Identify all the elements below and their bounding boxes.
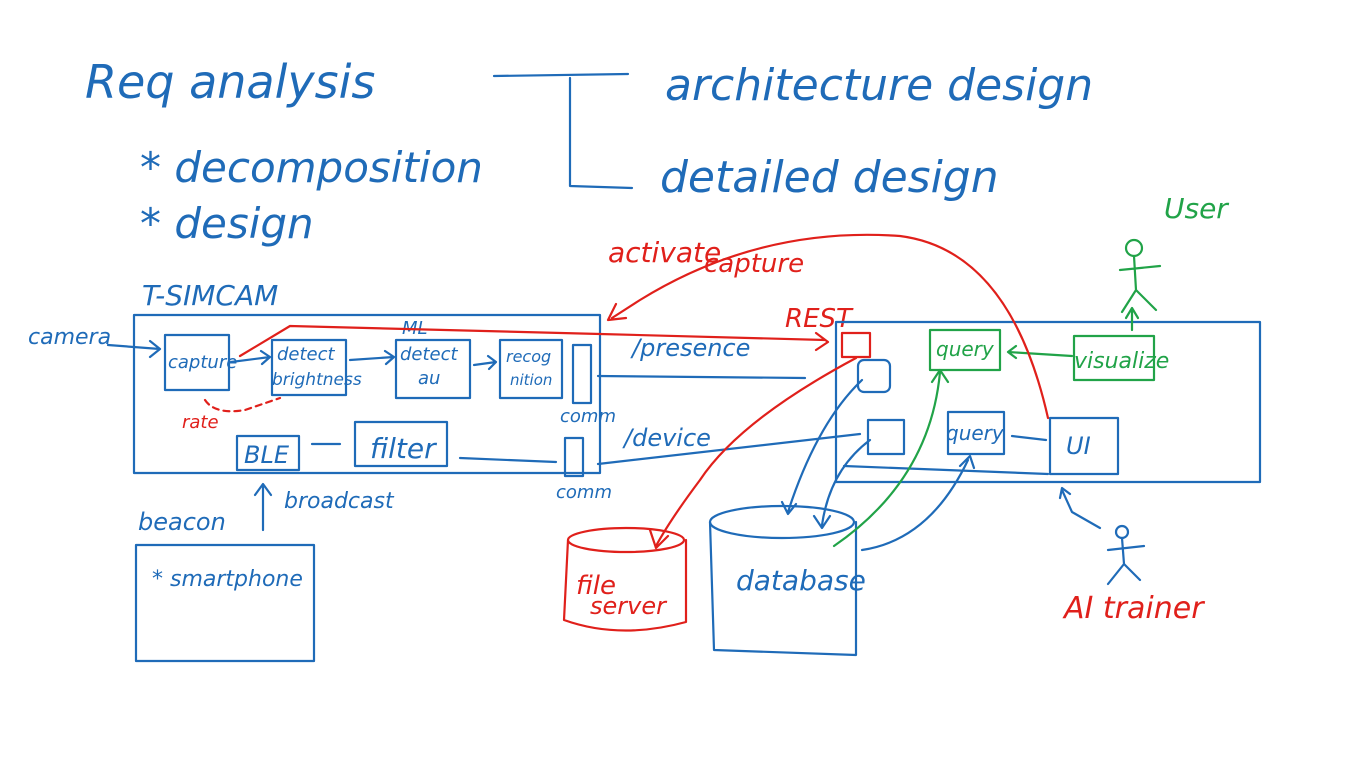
filter-box — [353, 420, 449, 468]
user-stick-figure — [1118, 238, 1162, 332]
device-to-database — [812, 438, 872, 530]
smartphone-label: * smartphone — [152, 567, 303, 592]
presence-endpoint-label: /presence — [630, 334, 750, 362]
comm-bottom-label: comm — [556, 482, 612, 503]
ble-label: BLE — [244, 441, 290, 469]
presence-handler-box — [856, 358, 892, 394]
comm-bottom-box — [563, 436, 585, 478]
rest-endpoint-box — [840, 331, 872, 359]
database-cylinder — [708, 504, 858, 657]
query-blue-label: query — [946, 421, 1005, 445]
query-to-visualize-link — [1006, 344, 1074, 360]
database-label: database — [736, 564, 866, 597]
server-box — [834, 320, 1262, 484]
ai-trainer-label: AI trainer — [1062, 591, 1205, 626]
ui-label: UI — [1066, 432, 1091, 460]
file-server-cylinder — [562, 526, 688, 632]
link-filter-comm — [458, 456, 558, 464]
camera-label: camera — [28, 325, 111, 350]
ui-activate-capture-flow — [606, 233, 1050, 420]
bullet-design: * design — [140, 199, 314, 248]
tsimcam-title: T-SIMCAM — [142, 279, 278, 312]
device-line — [596, 432, 862, 466]
detect-au-label-1: detect — [400, 344, 459, 365]
query-green-box — [928, 328, 1002, 372]
query-green-label: query — [936, 337, 995, 361]
detect-brightness-box — [270, 338, 348, 397]
server-inner-line — [842, 464, 1050, 476]
ui-box — [1048, 416, 1120, 476]
detect-brightness-label-2: brightness — [272, 370, 362, 390]
arrow-capture-to-brightness — [229, 349, 272, 366]
tsimcam-box — [132, 313, 602, 475]
capture-box — [163, 333, 231, 392]
file-server-label-2: server — [590, 592, 668, 620]
detect-brightness-label-1: detect — [277, 344, 336, 365]
rest-to-file-server-flow — [648, 356, 858, 550]
arrow-brightness-to-au — [348, 349, 396, 366]
ble-box — [235, 434, 301, 472]
recognition-label-1: recog — [506, 347, 551, 366]
ai-trainer-stick-figure — [1058, 486, 1146, 586]
detailed-design-heading: detailed design — [660, 152, 999, 203]
database-to-query-green — [832, 368, 950, 548]
comm-top-label: comm — [560, 406, 616, 427]
device-endpoint-label: /device — [622, 424, 711, 452]
recognition-label-2: nition — [510, 371, 552, 389]
beacon-box — [134, 543, 316, 663]
req-analysis-heading: Req analysis — [85, 55, 375, 109]
detect-au-label-2: au — [418, 368, 440, 389]
bullet-decomposition: * decomposition — [140, 143, 483, 192]
detect-au-box — [394, 338, 472, 400]
rate-dashed-link — [203, 396, 282, 413]
arrow-au-to-recognition — [472, 354, 498, 371]
visualize-label: visualize — [1074, 349, 1169, 374]
activate-label: activate — [608, 236, 721, 269]
comm-top-box — [571, 343, 593, 405]
architecture-design-heading: architecture design — [665, 60, 1093, 111]
presence-line — [596, 374, 807, 380]
query-to-ui-link — [1010, 434, 1048, 442]
presence-to-database — [780, 378, 864, 516]
camera-arrow — [106, 339, 162, 359]
recognition-box — [498, 338, 564, 400]
rest-label: REST — [785, 304, 854, 334]
file-server-label-1: file — [576, 571, 616, 601]
broadcast-arrow — [253, 482, 273, 532]
filter-label: filter — [370, 432, 437, 465]
capture-command-label: capture — [704, 249, 804, 279]
device-handler-box — [866, 418, 906, 456]
capture-label: capture — [168, 352, 237, 373]
query-blue-box — [946, 410, 1006, 456]
user-label: User — [1164, 192, 1229, 225]
visualize-box — [1072, 334, 1156, 382]
database-to-query-blue — [860, 454, 976, 552]
broadcast-label: broadcast — [284, 489, 395, 514]
capture-to-rest-flow — [238, 324, 830, 358]
beacon-label: beacon — [138, 508, 226, 536]
rate-label: rate — [182, 412, 219, 433]
design-bracket — [492, 72, 634, 190]
